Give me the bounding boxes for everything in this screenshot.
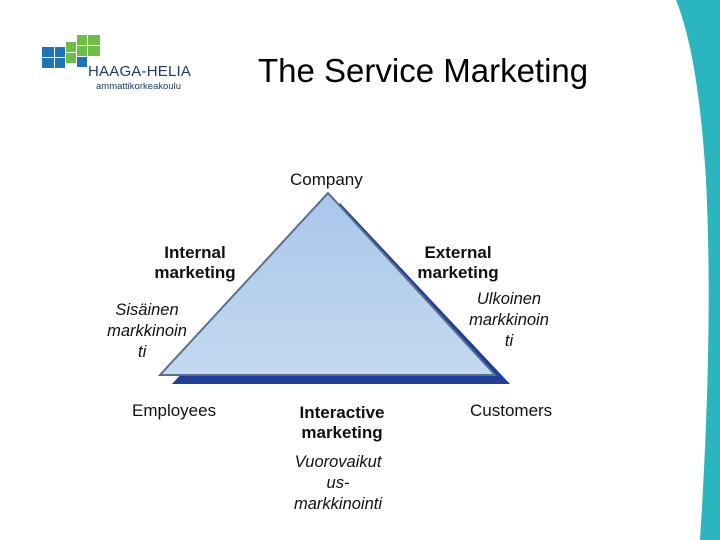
external-marketing-line2: marketing [417, 263, 499, 282]
interactive-marketing-line2: marketing [301, 423, 383, 442]
internal-marketing-finnish: Sisäinen markkinoin ti [92, 300, 202, 363]
internal-marketing-label: Internal marketing [150, 243, 240, 283]
interactive-marketing-line1: Interactive [299, 403, 385, 422]
interactive-finnish-line2: us- [326, 474, 350, 492]
internal-finnish-line1: Sisäinen [115, 301, 179, 319]
interactive-marketing-finnish: Vuorovaikut us- markkinointi [276, 452, 400, 515]
external-finnish-line1: Ulkoinen [476, 290, 542, 308]
external-marketing-line1: External [424, 243, 492, 262]
logo-subtitle: ammattikorkeakoulu [96, 81, 182, 92]
slide-title: The Service Marketing [258, 52, 589, 89]
logo-name: HAAGA-HELIA [88, 63, 192, 80]
internal-finnish-line2: markkinoin [107, 322, 187, 340]
interactive-finnish-line1: Vuorovaikut [294, 453, 382, 471]
interactive-marketing-label: Interactive marketing [292, 403, 392, 443]
external-finnish-line3: ti [504, 332, 514, 350]
vertex-company-label: Company [290, 170, 363, 189]
external-marketing-finnish: Ulkoinen markkinoin ti [454, 289, 564, 352]
teal-bar-shape [676, 0, 720, 540]
internal-marketing-line1: Internal [164, 243, 226, 262]
external-finnish-line2: markkinoin [469, 311, 549, 329]
external-marketing-label: External marketing [412, 243, 504, 283]
vertex-customers-label: Customers [470, 401, 553, 420]
interactive-finnish-line3: markkinointi [293, 495, 383, 513]
internal-marketing-line2: marketing [154, 263, 236, 282]
internal-finnish-line3: ti [138, 343, 147, 361]
triangle-body [157, 191, 498, 376]
vertex-employees-label: Employees [132, 401, 217, 420]
